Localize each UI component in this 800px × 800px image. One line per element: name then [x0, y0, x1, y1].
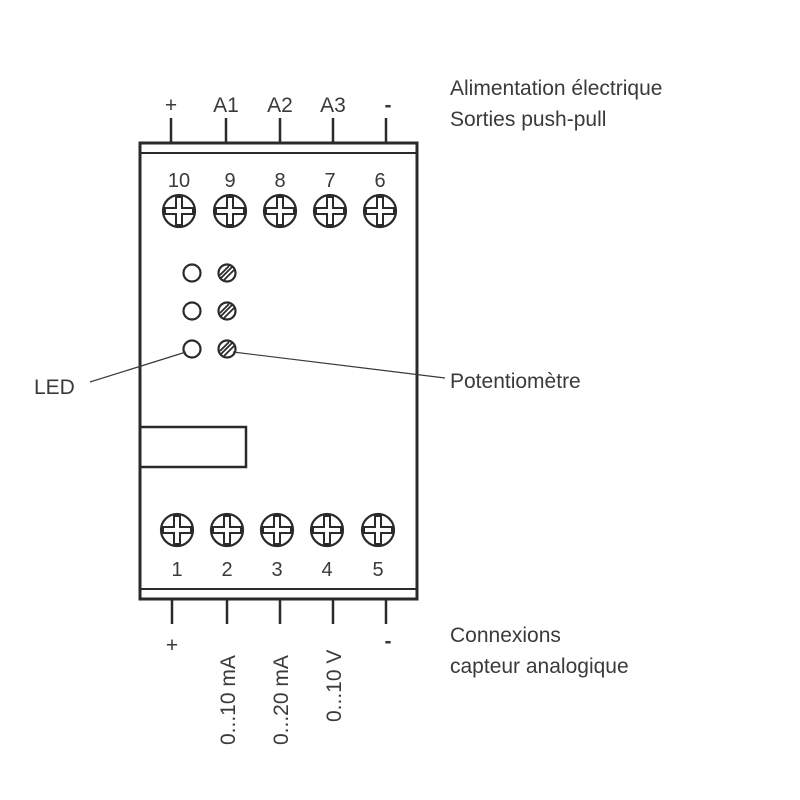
terminal-number-9: 9 [224, 170, 235, 192]
din-clip-slot [138, 425, 248, 469]
led-2 [182, 301, 202, 321]
terminal-number-3: 3 [271, 559, 282, 581]
terminal-number-4: 4 [321, 559, 332, 581]
screw-terminal-1 [159, 512, 195, 548]
screw-terminal-3 [259, 512, 295, 548]
terminal-number-2: 2 [221, 559, 232, 581]
push-pull-outputs-title: Sorties push-pull [450, 108, 606, 131]
bottom-wire-label-plus: + [166, 634, 178, 657]
screw-terminal-6 [362, 193, 398, 229]
bottom-wire-label-minus: - [385, 630, 392, 653]
top-wire-label-plus: + [165, 94, 177, 117]
led-label: LED [34, 376, 75, 399]
screw-terminal-8 [262, 193, 298, 229]
analog-sensor-title: capteur analogique [450, 655, 629, 678]
top-wire-label-a3: A3 [320, 94, 346, 117]
potentiometer-3 [217, 339, 237, 359]
potentiometer-2 [217, 301, 237, 321]
top-wire-label-a2: A2 [267, 94, 293, 117]
module-body [138, 141, 419, 601]
led-3 [182, 339, 202, 359]
top-wire-label-minus: - [385, 94, 392, 117]
terminal-number-1: 1 [171, 559, 182, 581]
top-wire-label-a1: A1 [213, 94, 239, 117]
top-wires [169, 118, 388, 143]
terminal-number-7: 7 [324, 170, 335, 192]
terminal-number-8: 8 [274, 170, 285, 192]
led-1 [182, 263, 202, 283]
connections-title: Connexions [450, 624, 561, 647]
bottom-wire-label-0-10v: 0...10 V [323, 650, 346, 722]
potentiometer-label: Potentiomètre [450, 370, 581, 393]
bottom-wire-label-0-10ma: 0...10 mA [217, 655, 240, 745]
screw-terminal-5 [360, 512, 396, 548]
bottom-wires [170, 599, 388, 624]
led-callout-line [89, 351, 187, 383]
screw-terminal-4 [309, 512, 345, 548]
screw-terminal-9 [212, 193, 248, 229]
bottom-wire-label-0-20ma: 0...20 mA [270, 655, 293, 745]
terminal-number-6: 6 [374, 170, 385, 192]
terminal-number-10: 10 [168, 170, 190, 192]
terminal-number-5: 5 [372, 559, 383, 581]
potentiometer-1 [217, 263, 237, 283]
power-supply-title: Alimentation électrique [450, 77, 662, 100]
screw-terminal-10 [161, 193, 197, 229]
potentiometer-callout-line [232, 351, 446, 379]
screw-terminal-7 [312, 193, 348, 229]
screw-terminal-2 [209, 512, 245, 548]
